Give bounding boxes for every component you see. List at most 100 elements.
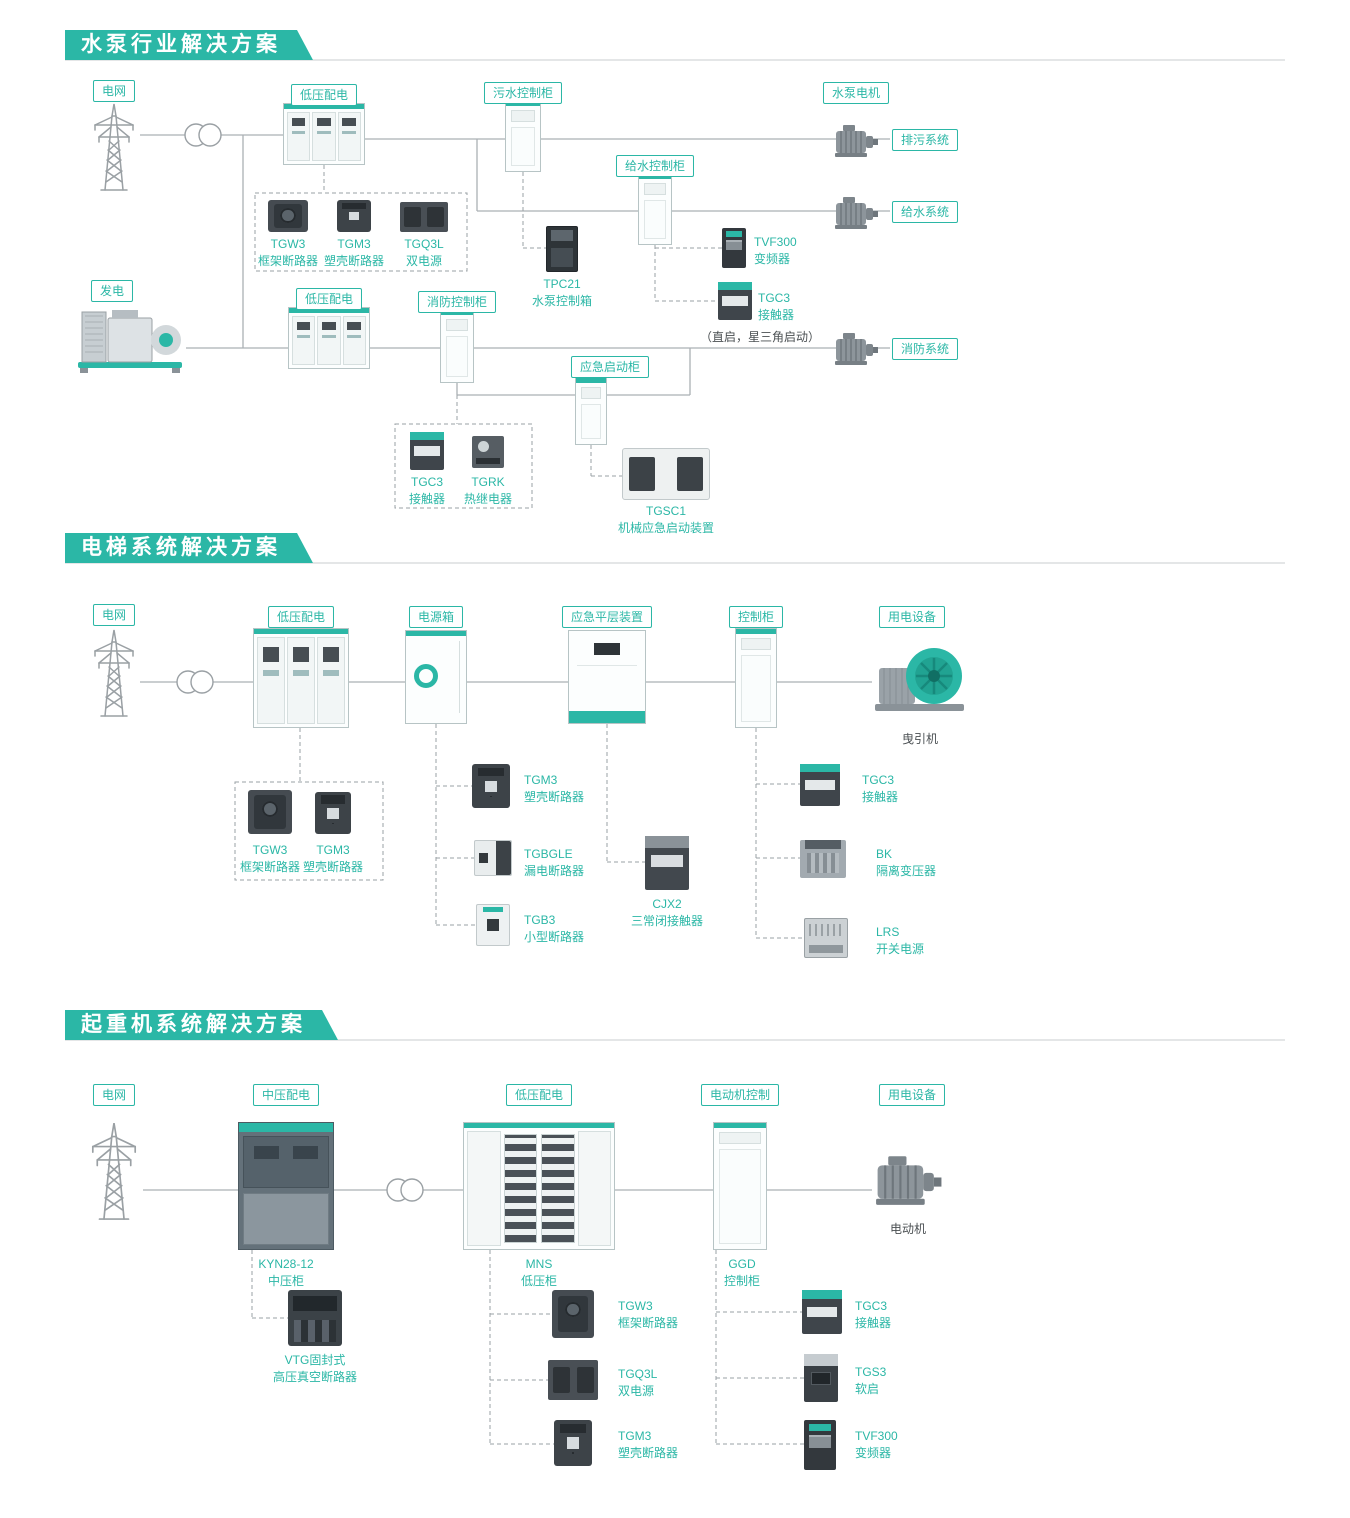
product-label-lrs: LRS 开关电源 <box>876 924 924 958</box>
water-supply-cabinet-icon <box>638 173 672 245</box>
product-desc: 塑壳断路器 <box>323 253 385 268</box>
lv-distribution-cabinet-icon-2 <box>288 307 370 369</box>
product-label-tgs3: TGS3 软启 <box>855 1364 886 1398</box>
pump-motor-icon-supply <box>831 192 881 232</box>
start-mode-note: （直启，星三角启动） <box>700 330 821 344</box>
generator-icon <box>76 298 186 376</box>
product-name: TGW3 <box>270 237 306 251</box>
section-title-text: 起重机系统解决方案 <box>81 1013 306 1036</box>
fire-control-cabinet-icon <box>440 309 474 383</box>
power-grid-tower-icon <box>88 100 140 192</box>
product-name: TGM3 <box>618 1429 652 1443</box>
tgc3-contactor-icon-elevator <box>800 764 840 806</box>
node-tag-control-cabinet: 控制柜 <box>728 606 784 628</box>
product-label-tgc3-emergency: TGC3 接触器 <box>409 474 445 508</box>
product-label-tgb3: TGB3 小型断路器 <box>524 912 584 946</box>
tgsc1-emergency-device-icon <box>622 448 710 500</box>
product-desc: 塑壳断路器 <box>618 1445 679 1460</box>
product-name: TGM3 <box>524 773 558 787</box>
product-desc: 接触器 <box>758 307 795 322</box>
product-name: BK <box>876 847 893 861</box>
product-desc: 接触器 <box>408 491 446 506</box>
product-label-tvf300-crane: TVF300 变频器 <box>855 1428 898 1462</box>
product-desc: 塑壳断路器 <box>302 859 364 874</box>
product-name: TVF300 <box>754 235 797 249</box>
product-label-bk: BK 隔离变压器 <box>876 846 936 880</box>
product-label-tgbgle: TGBGLE 漏电断路器 <box>524 846 584 880</box>
product-name: TGM3 <box>316 843 350 857</box>
emergency-start-cabinet-icon <box>575 377 607 445</box>
node-tag-motor-control: 电动机控制 <box>700 1084 780 1106</box>
cabinet-desc: 中压柜 <box>267 1273 304 1288</box>
node-tag-lv-dist-elevator: 低压配电 <box>267 606 335 628</box>
product-name: VTG固封式 <box>284 1353 346 1367</box>
product-label-tgc3-crane: TGC3 接触器 <box>855 1298 891 1332</box>
section-title-pump: 水泵行业解决方案 <box>65 30 313 60</box>
product-desc: 水泵控制箱 <box>531 293 593 308</box>
node-tag-emergency-cabinet: 应急启动柜 <box>570 356 650 378</box>
node-tag-load-equipment: 用电设备 <box>878 606 946 628</box>
product-desc: 漏电断路器 <box>524 863 585 878</box>
section-title-text: 水泵行业解决方案 <box>81 33 281 56</box>
dashed-links <box>234 165 804 1445</box>
transformer-icon <box>176 123 424 1202</box>
header-rules <box>65 59 1285 1041</box>
section-title-crane: 起重机系统解决方案 <box>65 1010 338 1040</box>
elevator-control-cabinet-icon <box>735 628 777 728</box>
product-desc: 开关电源 <box>876 941 925 956</box>
product-desc: 软启 <box>855 1381 880 1396</box>
lv-distribution-switchgear-icon <box>253 628 349 728</box>
cabinet-name: MNS <box>525 1257 553 1271</box>
tgb3-mcb-icon <box>476 904 510 946</box>
node-tag-power-grid-3: 电网 <box>92 1084 136 1106</box>
pump-motor-icon-fire <box>831 328 881 368</box>
sewage-control-cabinet-icon <box>505 100 541 172</box>
node-tag-load-equipment-3: 用电设备 <box>878 1084 946 1106</box>
product-name: TVF300 <box>855 1429 898 1443</box>
vtg-vacuum-breaker-icon <box>288 1290 342 1346</box>
node-tag-pump-motor: 水泵电机 <box>822 82 890 104</box>
tgm3-breaker-icon-powerbox <box>472 764 510 808</box>
pump-motor-icon-drainage <box>831 120 881 160</box>
tgs3-soft-starter-icon <box>804 1354 838 1402</box>
tpc21-control-box-icon <box>546 226 578 272</box>
product-name: CJX2 <box>652 897 682 911</box>
product-label-vtg: VTG固封式 高压真空断路器 <box>273 1352 357 1386</box>
emergency-leveling-device-icon <box>568 630 646 724</box>
tgc3-contactor-icon-crane <box>802 1290 842 1334</box>
system-tag-drainage: 排污系统 <box>891 129 959 151</box>
node-tag-generator: 发电 <box>90 280 134 302</box>
tvf300-vfd-icon <box>722 228 746 268</box>
product-label-tgm3-mid: TGM3 塑壳断路器 <box>524 772 584 806</box>
product-desc: 小型断路器 <box>524 929 585 944</box>
node-tag-lv-dist-2: 低压配电 <box>295 288 363 310</box>
node-tag-power-box: 电源箱 <box>408 606 464 628</box>
tgbgle-rcbo-icon <box>474 840 512 876</box>
product-name: TGC3 <box>862 773 895 787</box>
node-tag-lv-dist-crane: 低压配电 <box>505 1084 573 1106</box>
product-label-tpc21: TPC21 水泵控制箱 <box>532 276 592 310</box>
tgc3-contactor-icon-vfd <box>718 282 752 320</box>
cabinet-desc: 控制柜 <box>723 1273 761 1288</box>
tgw3-breaker-icon-crane <box>552 1290 594 1338</box>
power-box-icon <box>405 630 467 724</box>
mns-lv-cabinet-icon <box>463 1122 615 1250</box>
product-label-tgw3-elevator: TGW3 框架断路器 <box>240 842 300 876</box>
product-name: TGC3 <box>410 475 444 489</box>
system-tag-fire: 消防系统 <box>891 338 959 360</box>
product-label-tgc3-elevator: TGC3 接触器 <box>862 772 898 806</box>
tgw3-breaker-icon <box>268 200 308 232</box>
kyn-mv-cabinet-icon <box>238 1122 334 1250</box>
cabinet-name: GGD <box>728 1257 756 1271</box>
product-label-tgm3-left: TGM3 塑壳断路器 <box>303 842 363 876</box>
product-label-tgsc1: TGSC1 机械应急启动装置 <box>618 503 714 537</box>
electric-motor-icon <box>870 1148 946 1210</box>
ggd-control-cabinet-icon <box>713 1122 767 1250</box>
product-desc: 框架断路器 <box>257 253 319 268</box>
cabinet-label-mns: MNS 低压柜 <box>521 1256 557 1290</box>
node-tag-sewage-cabinet: 污水控制柜 <box>483 82 563 104</box>
tgm3-breaker-icon <box>337 200 371 232</box>
lrs-power-supply-icon <box>804 918 848 958</box>
